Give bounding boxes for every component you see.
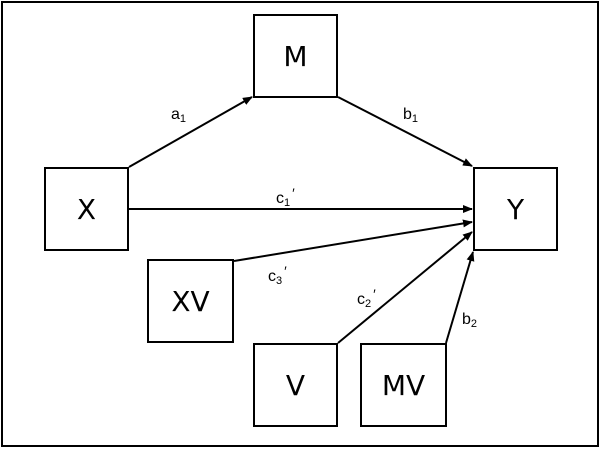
arrow-mv-to-y [445,251,475,344]
edge-label-c1-sub: 1 [284,197,291,209]
arrow-x-to-m [128,96,253,168]
edge-label-a1: a1 [171,107,186,125]
node-mv: MV [360,343,447,427]
node-x: X [44,167,129,251]
edge-label-c3-prime: c3′ [268,264,287,287]
edge-label-a1-sub: 1 [179,113,187,125]
arrow-xv-to-y [233,219,473,262]
edge-label-c2-base: c [357,291,365,308]
edge-label-c1-base: c [276,190,284,207]
edge-label-c1-prime-mark: ′ [292,185,295,201]
edge-label-c2-sub: 2 [365,298,372,310]
node-y: Y [473,167,558,251]
edge-label-b2-sub: 2 [470,318,478,330]
edge-label-b1-sub: 1 [411,113,419,125]
arrow-v-to-y [337,231,473,344]
edge-label-b1-base: b [403,106,412,123]
node-m: M [253,14,338,98]
edge-label-c3-base: c [268,268,276,285]
node-v: V [253,343,338,427]
edge-label-c2-prime-mark: ′ [373,286,376,302]
edge-label-c3-sub: 3 [276,275,283,287]
edge-label-b2: b2 [462,312,477,330]
edge-label-c1-prime: c1′ [276,186,295,209]
edge-label-a1-base: a [171,106,180,123]
edge-label-c2-prime: c2′ [357,287,376,310]
edge-label-c3-prime-mark: ′ [284,263,287,279]
arrow-m-to-y [337,96,473,167]
edge-label-b2-base: b [462,311,471,328]
edge-label-b1: b1 [403,107,418,125]
node-xv: XV [147,259,234,343]
